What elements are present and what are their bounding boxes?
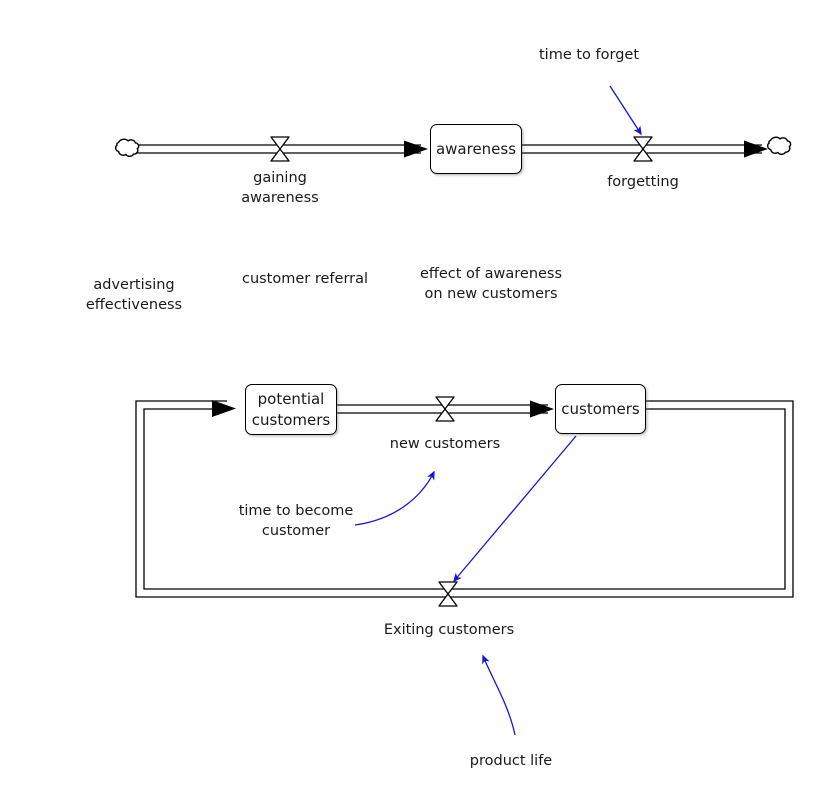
influence-arrow-product-life	[482, 654, 516, 736]
stock-customers-label: customers	[561, 399, 640, 418]
variable-label-time-to-become-customer[interactable]: time to become customer	[216, 501, 376, 541]
variable-label-time-to-become-customer-line2: customer	[261, 523, 331, 539]
flow-pipe-exiting-customers-loop	[135, 400, 794, 598]
influence-arrow-time-to-become-customer	[354, 470, 435, 526]
stock-awareness-label: awareness	[435, 139, 517, 158]
variable-label-advertising-effectiveness[interactable]: advertising effectiveness	[54, 275, 214, 315]
flow-arrowhead-into-customers	[530, 400, 554, 418]
valve-new-customers[interactable]	[435, 396, 455, 422]
stock-potential-customers-label-line2: customers	[251, 410, 331, 429]
source-cloud-icon	[115, 138, 140, 158]
flow-label-gaining-awareness-line2: awareness	[241, 190, 319, 206]
stock-customers[interactable]: customers	[555, 384, 646, 434]
flow-arrowhead-into-potential-customers	[212, 400, 236, 417]
sink-cloud-icon	[767, 136, 792, 156]
flow-label-exiting-customers[interactable]: Exiting customers	[383, 622, 515, 638]
variable-label-time-to-forget[interactable]: time to forget	[538, 47, 640, 63]
stock-awareness[interactable]: awareness	[430, 124, 522, 174]
variable-label-customer-referral[interactable]: customer referral	[241, 271, 369, 287]
influence-arrow-customers-to-exiting	[453, 435, 577, 583]
variable-label-advertising-effectiveness-line2: effectiveness	[85, 297, 183, 313]
flow-label-gaining-awareness[interactable]: gaining awareness	[200, 168, 360, 208]
valve-exiting-customers[interactable]	[438, 581, 458, 607]
valve-gaining-awareness[interactable]	[270, 136, 290, 162]
influence-arrow-time-to-forget	[609, 85, 642, 136]
variable-label-effect-of-awareness-line2: on new customers	[424, 286, 558, 302]
flow-arrowhead-into-awareness	[404, 140, 428, 158]
flow-label-new-customers[interactable]: new customers	[389, 436, 501, 452]
valve-forgetting[interactable]	[633, 136, 653, 162]
variable-label-time-to-become-customer-line1: time to become	[238, 503, 354, 519]
variable-label-effect-of-awareness-line1: effect of awareness	[419, 266, 563, 282]
flow-label-forgetting[interactable]: forgetting	[607, 174, 679, 190]
variable-label-advertising-effectiveness-line1: advertising	[93, 277, 175, 293]
flow-arrowhead-into-sink	[744, 140, 768, 158]
variable-label-effect-of-awareness[interactable]: effect of awareness on new customers	[391, 264, 591, 304]
variable-label-product-life[interactable]: product life	[469, 753, 553, 769]
flow-label-gaining-awareness-line1: gaining	[253, 170, 307, 186]
stock-potential-customers-label-line1: potential	[257, 390, 325, 409]
